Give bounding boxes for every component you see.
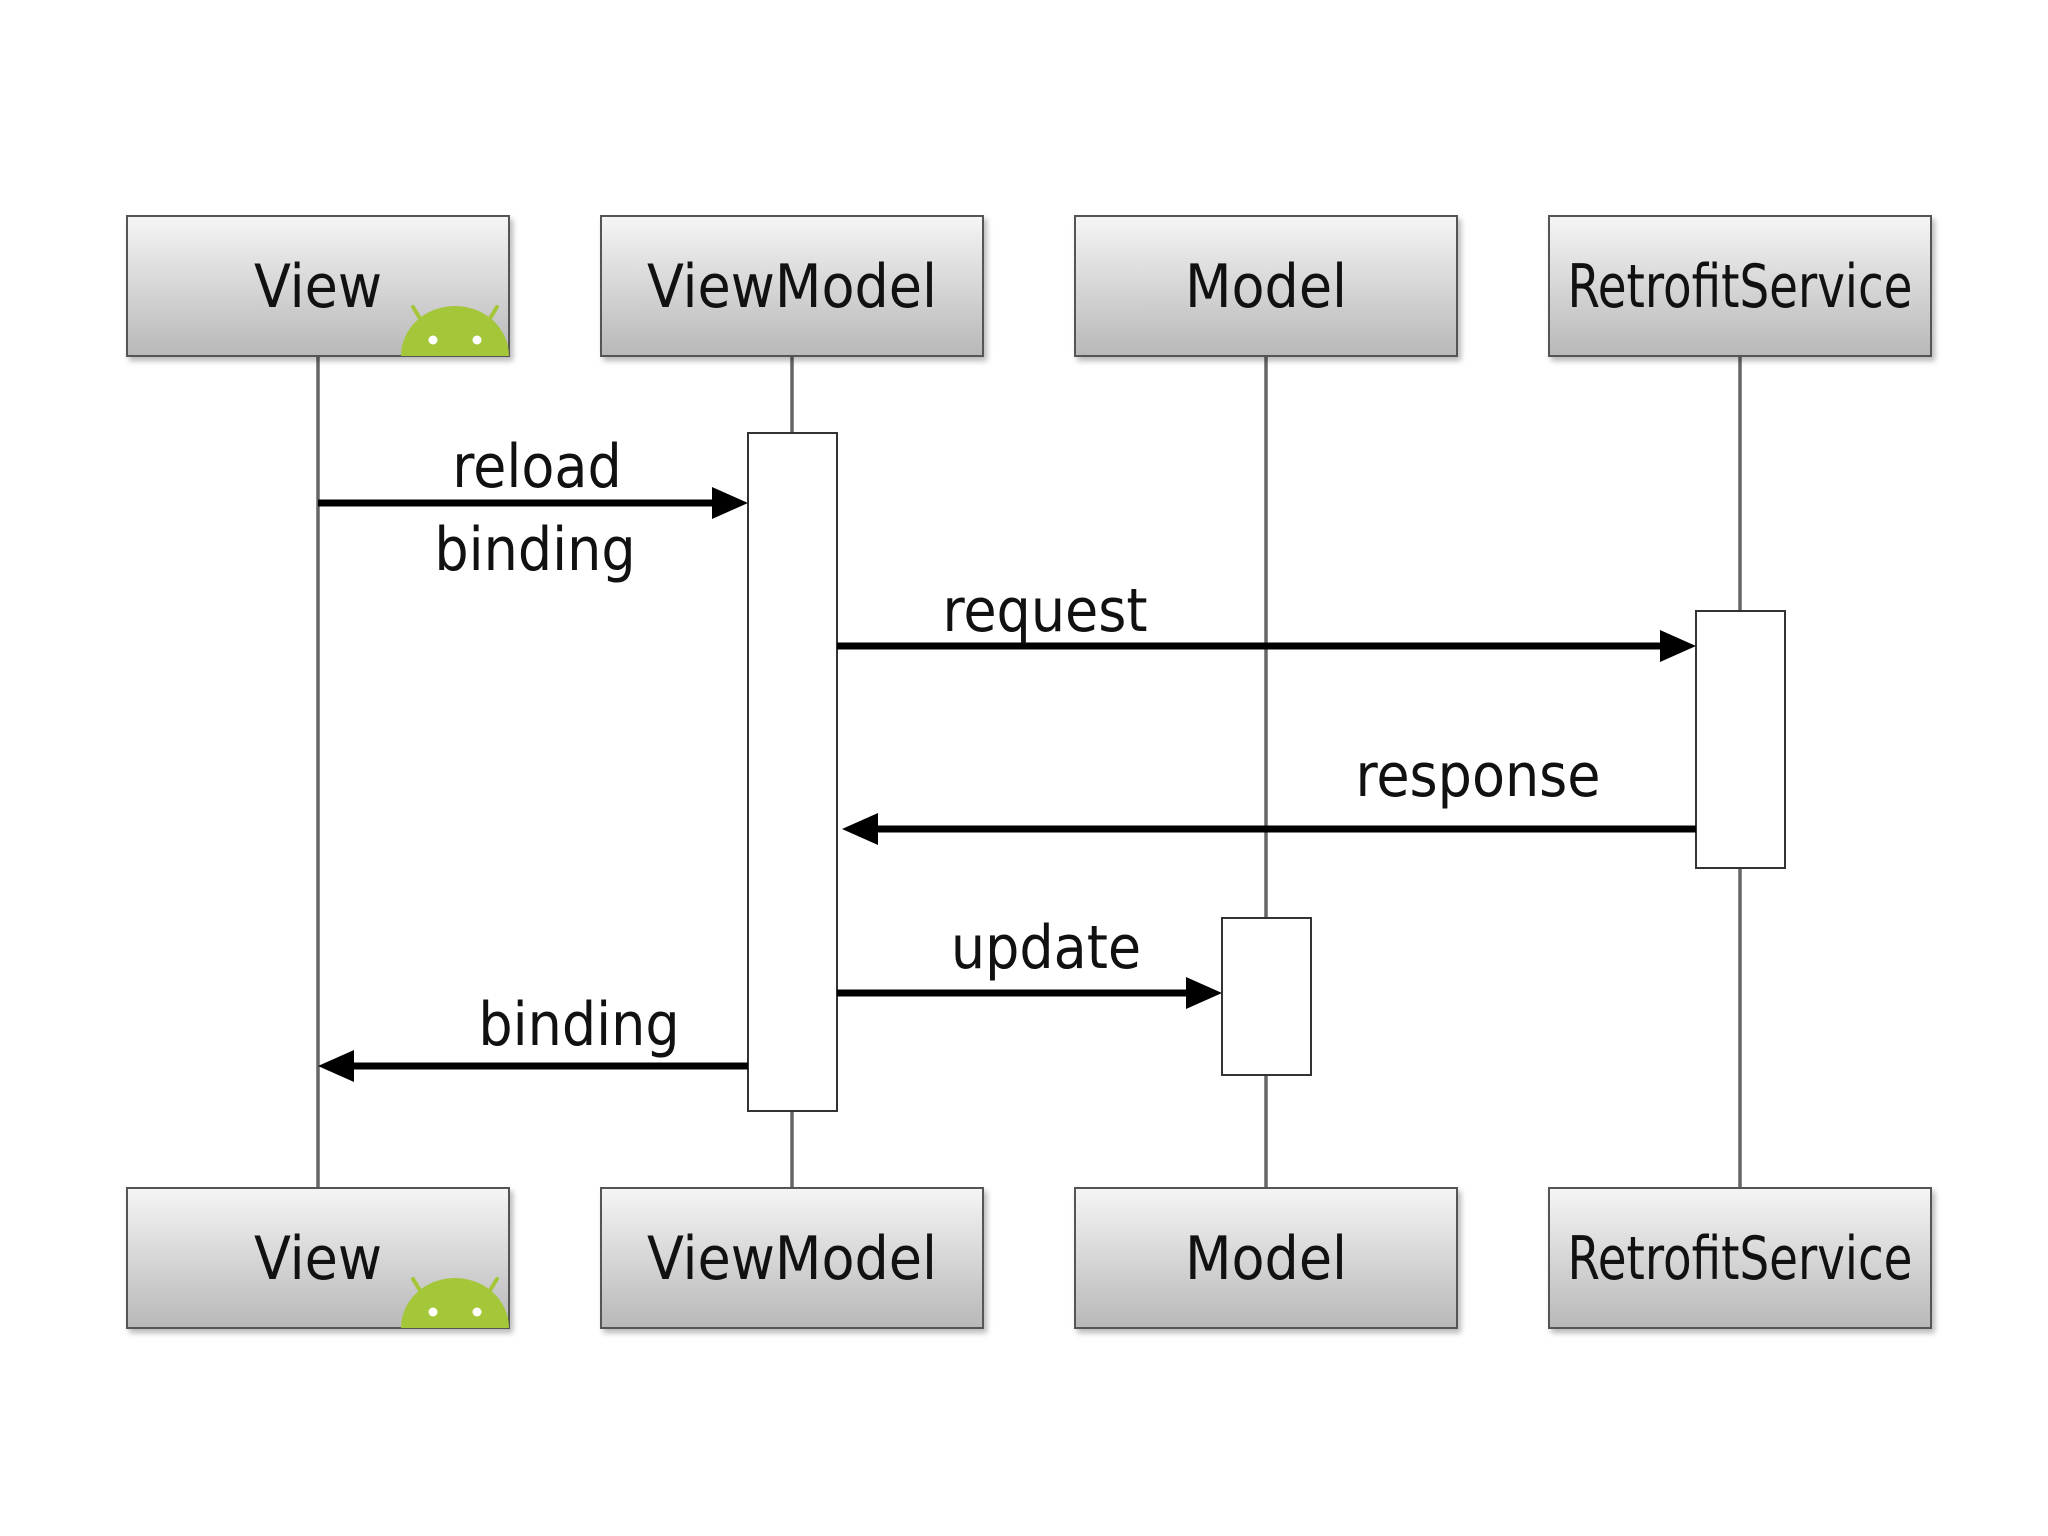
- message-response: response: [842, 741, 1696, 845]
- android-icon: [401, 1277, 509, 1328]
- participant-label: ViewModel: [647, 1224, 937, 1294]
- message-reload: reload binding: [318, 432, 748, 585]
- message-label-response: response: [1355, 741, 1600, 811]
- participant-label: RetrofitService: [1568, 252, 1913, 322]
- android-icon: [401, 305, 509, 356]
- activation-viewmodel: [747, 432, 838, 1112]
- participant-label: View: [254, 252, 382, 322]
- participant-model-top: Model: [1074, 215, 1458, 357]
- participant-viewmodel-bottom: ViewModel: [600, 1187, 984, 1329]
- participant-label: View: [254, 1224, 382, 1294]
- participant-viewmodel-top: ViewModel: [600, 215, 984, 357]
- participant-view-bottom: View: [126, 1187, 510, 1329]
- participant-label: ViewModel: [647, 252, 937, 322]
- message-binding-return: binding: [318, 990, 748, 1082]
- participant-retrofitservice-bottom: RetrofitService: [1548, 1187, 1932, 1329]
- participant-view-top: View: [126, 215, 510, 357]
- message-label-request: request: [942, 576, 1147, 646]
- activation-retrofitservice: [1695, 610, 1786, 869]
- message-update: update: [837, 913, 1222, 1009]
- message-label-binding-top: binding: [434, 515, 635, 585]
- message-label-update: update: [951, 913, 1141, 983]
- participant-label: Model: [1185, 252, 1347, 322]
- activation-model: [1221, 917, 1312, 1076]
- participant-label: Model: [1185, 1224, 1347, 1294]
- message-label-binding-return: binding: [478, 990, 679, 1060]
- participant-retrofitservice-top: RetrofitService: [1548, 215, 1932, 357]
- message-label-reload: reload: [452, 432, 621, 502]
- participant-model-bottom: Model: [1074, 1187, 1458, 1329]
- message-request: request: [837, 576, 1696, 662]
- participant-label: RetrofitService: [1568, 1224, 1913, 1294]
